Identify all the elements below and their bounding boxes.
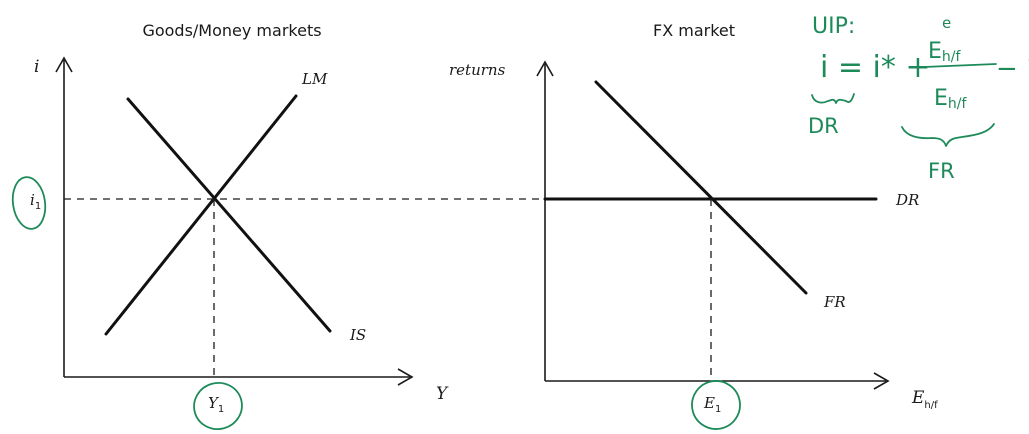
fr-underbrace <box>901 123 995 147</box>
right-x-axis-arrowhead <box>873 372 890 390</box>
left-panel-title: Goods/Money markets <box>142 21 321 40</box>
right-y-axis-arrowhead <box>536 60 554 77</box>
i1-tick-label: i1 <box>30 191 41 212</box>
fr-curve <box>594 80 808 295</box>
uip-equation-lhs: i = i* + <box>820 50 931 85</box>
right-y-axis-label: returns <box>449 61 506 79</box>
uip-numerator: Eh/f <box>928 39 961 65</box>
is-curve <box>126 97 332 333</box>
y1-tick-label: Y1 <box>208 394 224 415</box>
uip-tail: − 1 <box>996 54 1029 84</box>
uip-heading: UIP: <box>812 14 855 39</box>
left-y-axis-arrowhead <box>55 56 73 73</box>
fraction-bar <box>923 63 997 68</box>
numerator-superscript: e <box>942 14 951 32</box>
fr-curve-label: FR <box>823 293 846 311</box>
e1-tick-label: E1 <box>703 394 721 415</box>
lm-curve-label: LM <box>301 70 328 88</box>
left-x-axis-arrowhead <box>397 368 414 386</box>
i1-handdrawn-circle <box>11 176 47 230</box>
fr-brace-label: FR <box>928 159 955 183</box>
left-x-axis-label: Y <box>436 384 449 404</box>
dr-brace-label: DR <box>808 114 839 138</box>
lm-curve <box>104 94 298 336</box>
e1-handdrawn-circle <box>691 380 741 430</box>
uip-annotation: UIP: i = i* + e Eh/f Eh/f − 1 DR FR <box>808 14 1029 183</box>
dr-curve-label: DR <box>895 191 919 209</box>
right-x-axis-label: Eh/f <box>911 388 938 411</box>
uip-denominator: Eh/f <box>934 86 967 112</box>
left-y-axis-label: i <box>34 57 39 77</box>
dr-underbrace <box>811 93 855 104</box>
y1-handdrawn-circle <box>193 382 243 430</box>
is-curve-label: IS <box>349 326 366 344</box>
right-panel-title: FX market <box>653 21 735 40</box>
